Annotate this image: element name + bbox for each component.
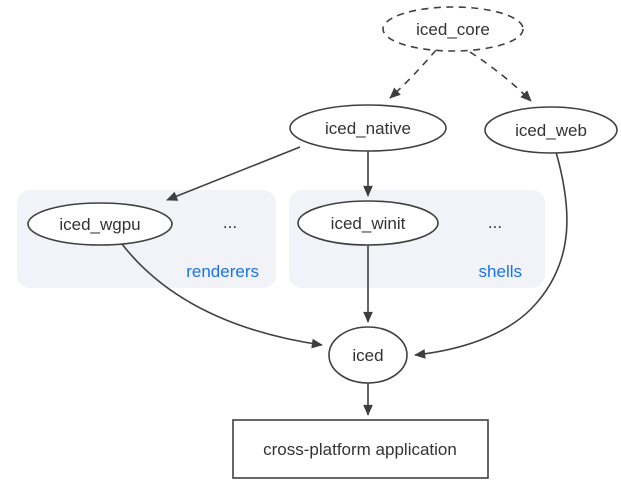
node-application: cross-platform application <box>232 419 489 479</box>
renderers-group-label: renderers <box>186 262 259 281</box>
iced-native-label: iced_native <box>325 119 411 138</box>
application-rect <box>232 419 489 479</box>
iced-winit-ellipse <box>297 200 439 246</box>
iced-label: iced <box>352 346 383 365</box>
iced-wgpu-label: iced_wgpu <box>59 215 140 234</box>
node-iced-wgpu: iced_wgpu <box>27 202 173 246</box>
shells-group-label: shells <box>479 262 522 281</box>
iced-core-label: iced_core <box>416 20 490 39</box>
iced-web-ellipse <box>484 106 618 154</box>
node-iced: iced <box>328 326 408 384</box>
iced-native-ellipse <box>289 104 447 152</box>
edge-iced-core-to-iced-native <box>389 49 437 99</box>
iced-ellipse <box>328 326 408 384</box>
iced-web-label: iced_web <box>515 121 587 140</box>
edge-iced-native-to-iced-wgpu <box>166 146 301 201</box>
edge-iced-web-to-iced <box>414 151 568 359</box>
edge-iced-core-to-iced-web <box>469 51 532 102</box>
node-iced-winit: iced_winit <box>297 200 439 246</box>
shells-ellipsis: ... <box>488 213 502 232</box>
iced-winit-label: iced_winit <box>331 214 406 233</box>
iced-core-ellipse <box>382 6 524 52</box>
node-iced-native: iced_native <box>289 104 447 152</box>
renderers-ellipsis: ... <box>223 213 237 232</box>
node-iced-web: iced_web <box>484 106 618 154</box>
node-iced-core: iced_core <box>382 6 524 52</box>
edge-iced-wgpu-to-iced <box>121 243 323 349</box>
iced-wgpu-ellipse <box>27 202 173 246</box>
application-label: cross-platform application <box>263 440 457 459</box>
